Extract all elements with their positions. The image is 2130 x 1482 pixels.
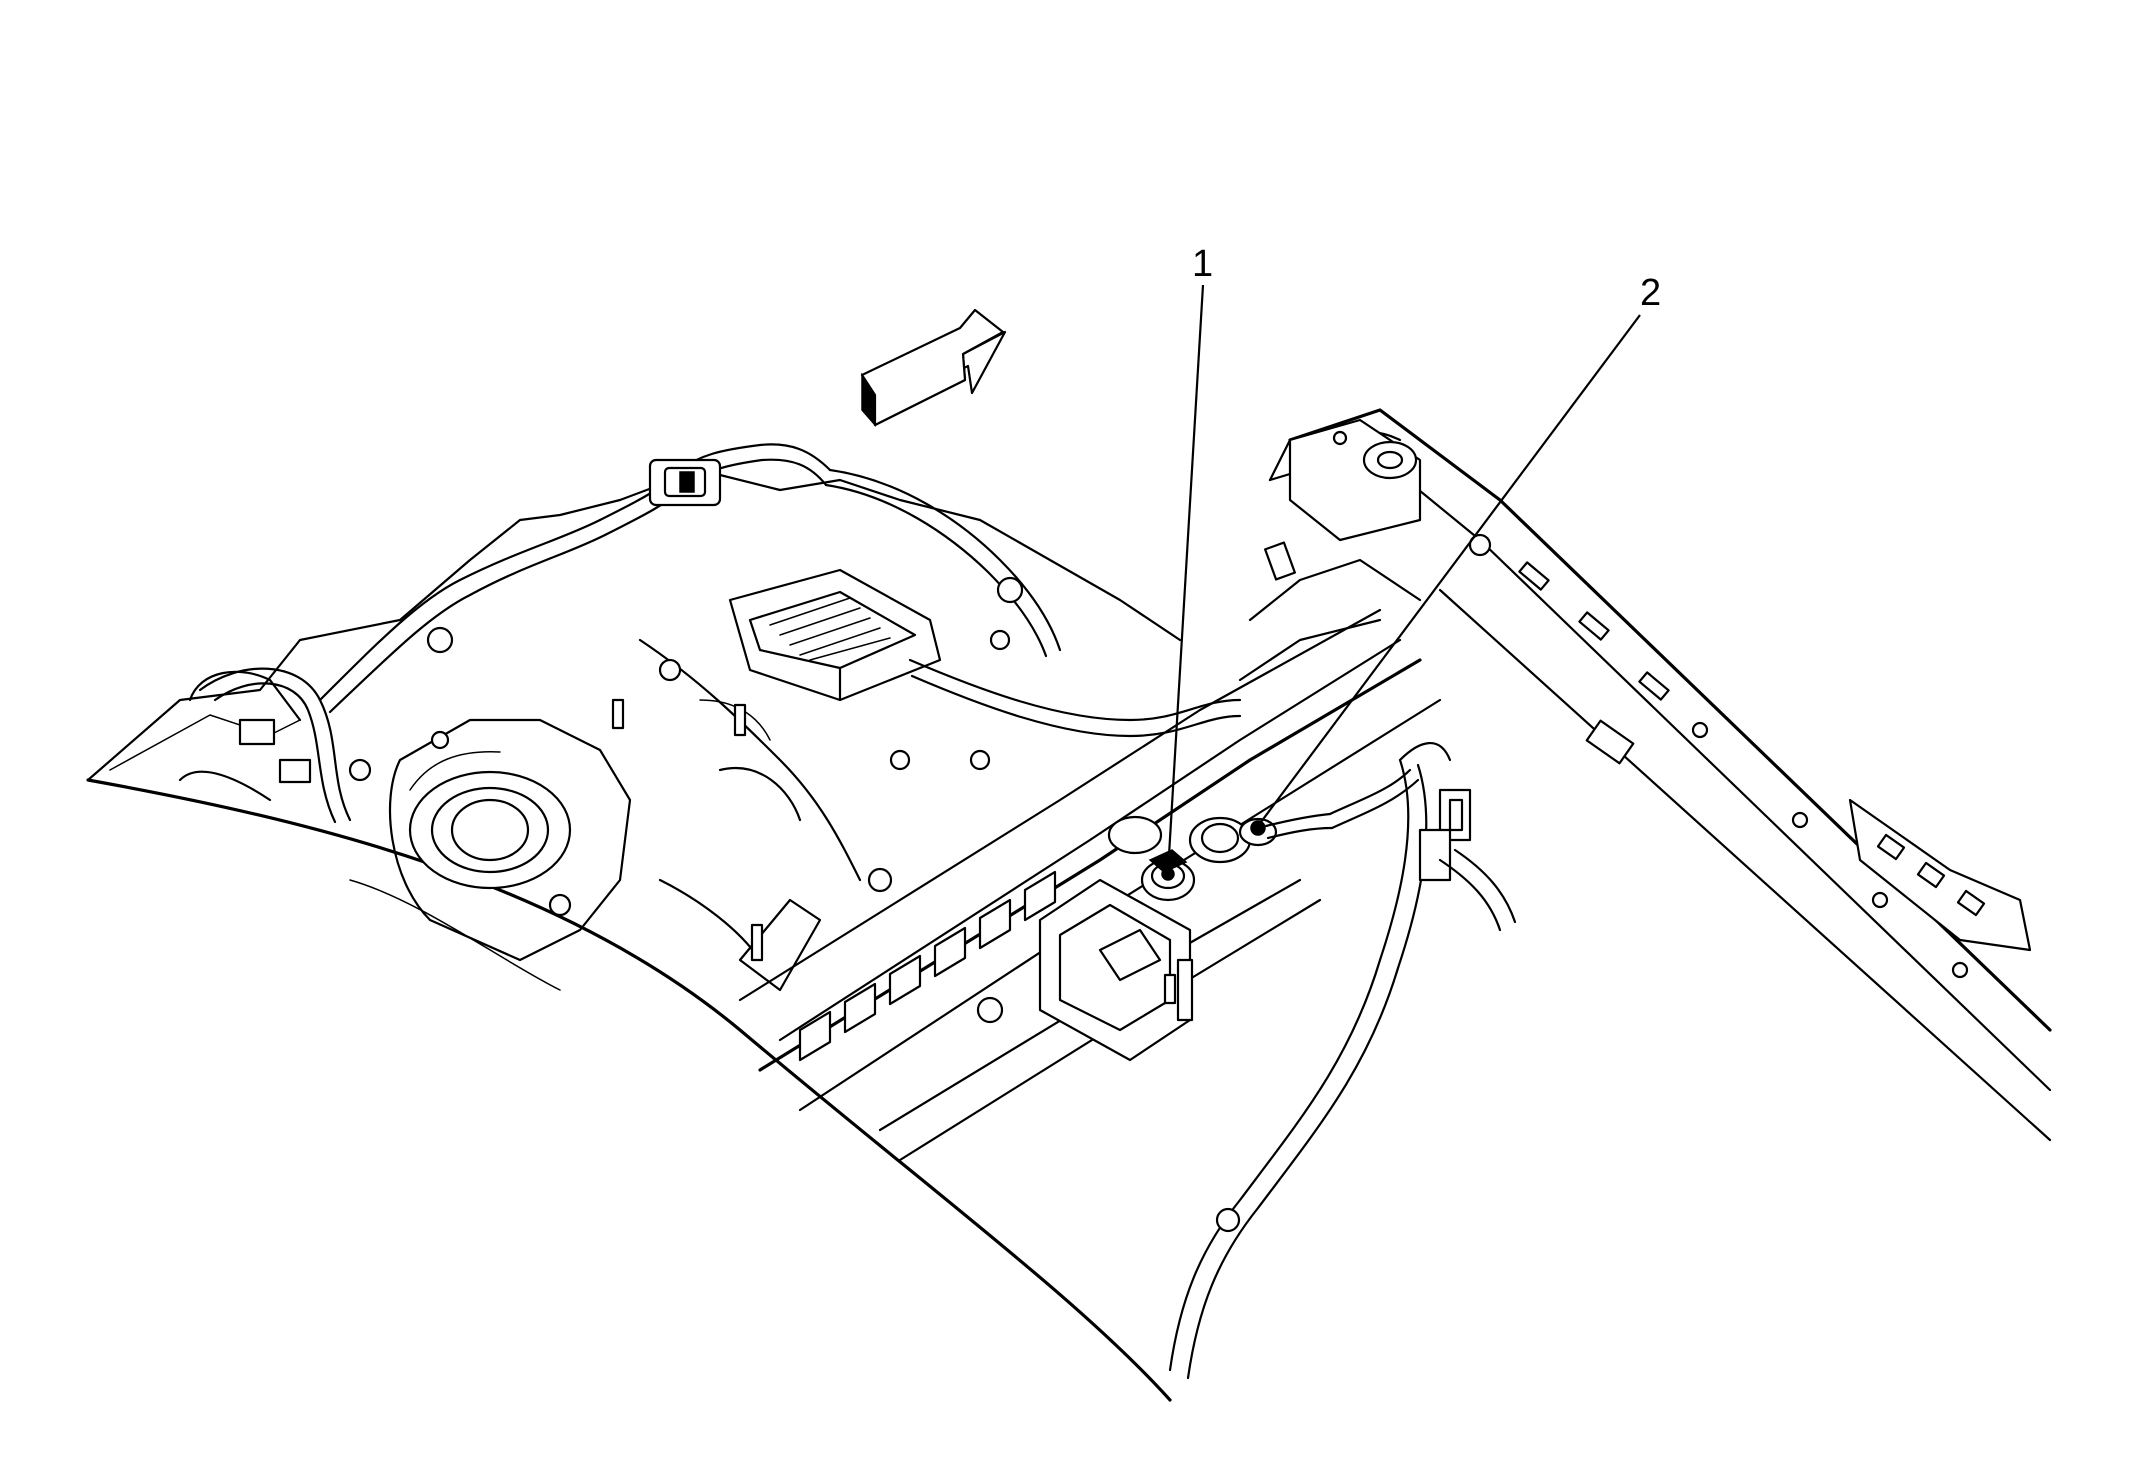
control-module: [728, 568, 942, 702]
callout-2-label: 2: [1640, 272, 1661, 314]
front-frame-rail: [738, 608, 1442, 1162]
bracket-assembly: [1038, 878, 1194, 1062]
callout-1-leader: [1166, 284, 1205, 873]
underbody-floor-pan: [86, 468, 1182, 1402]
callout-1-label: 1: [1192, 243, 1213, 285]
front-bumper-beam: [1268, 408, 2052, 1142]
callout-leader-lines: [1166, 284, 1641, 873]
ground-bolt: [1107, 815, 1252, 902]
left-strut-tower: [388, 718, 632, 962]
bumper-mount-bracket: [1238, 418, 1492, 682]
callout-labels: 1 2: [1192, 243, 1661, 314]
center-floor-tunnel: [611, 638, 991, 992]
ground-terminal: [1238, 812, 1334, 847]
right-wiring-harness: [1168, 742, 1517, 1380]
center-wiring-harness: [824, 468, 1242, 738]
callout-2-leader: [1257, 314, 1641, 827]
forward-direction-arrow-icon: [860, 308, 1007, 428]
left-wiring-harness: [198, 443, 832, 824]
rail-cutouts: [798, 870, 1057, 1062]
